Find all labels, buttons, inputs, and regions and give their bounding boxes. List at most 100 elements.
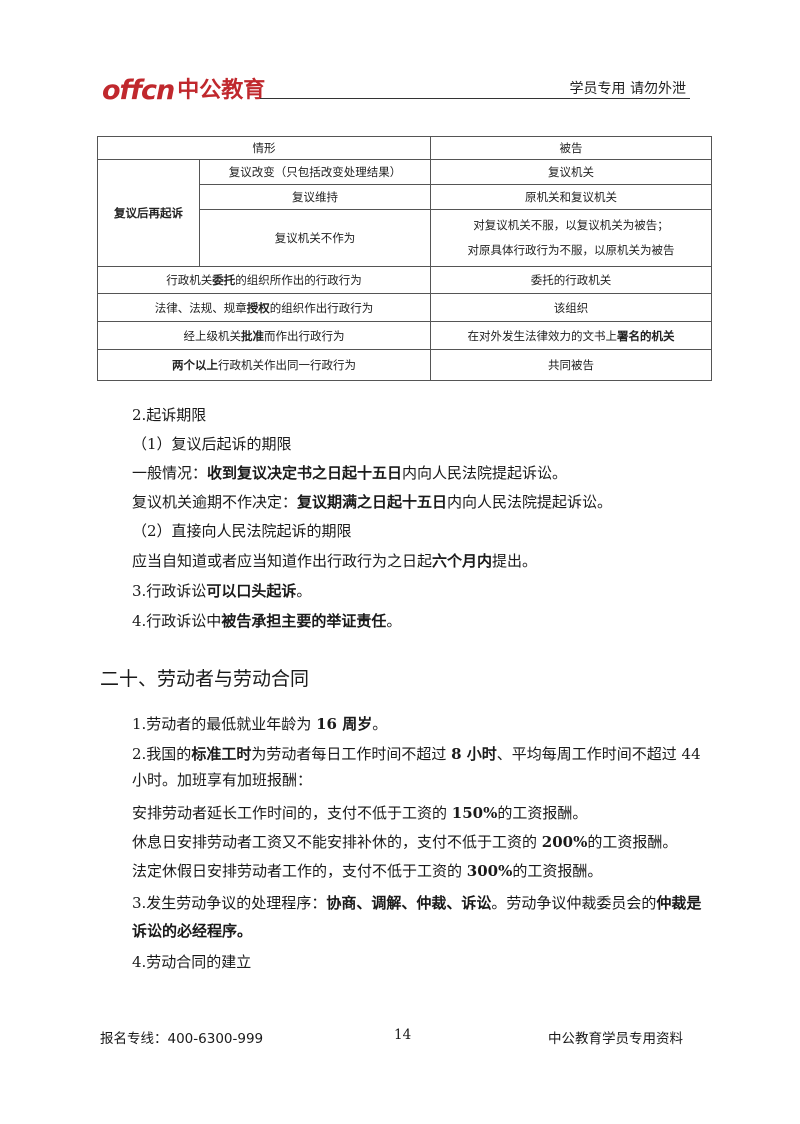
text: 。: [372, 715, 388, 733]
page-header: offcn 中公教育 学员专用 请勿外泄: [100, 72, 690, 108]
text: 法定休假日安排劳动者工作的，支付不低于工资的: [132, 862, 467, 880]
paragraph-working-hours: 2.我国的标准工时为劳动者每日工作时间不超过 8 小时、平均每周工作时间不超过 …: [132, 741, 712, 793]
case-cell: 复议维持: [199, 184, 431, 210]
case-text: 而作出行政行为: [264, 328, 345, 343]
defendant-cell: 委托的行政机关: [430, 266, 712, 294]
text: 4.行政诉讼中: [132, 612, 222, 630]
emphasis: 六个月内: [432, 552, 493, 570]
defendant-line: 对原具体行政行为不服，以原机关为被告: [467, 243, 675, 257]
defendant-cell: 原机关和复议机关: [430, 184, 712, 210]
defendant-keyword: 署名的机关: [617, 328, 675, 343]
paragraph-dispute-procedure: 3.发生劳动争议的处理程序：协商、调解、仲裁、诉讼。劳动争议仲裁委员会的仲裁是诉…: [132, 889, 712, 945]
text: 。: [296, 582, 312, 600]
text: 。劳动争议仲裁委员会的: [491, 894, 657, 912]
emphasis: 复议期满之日起十五日: [297, 493, 448, 511]
defendant-cell: 共同被告: [430, 349, 712, 381]
case-text: 的组织所作出的行政行为: [235, 273, 362, 287]
case-keyword: 委托: [212, 273, 236, 287]
header-cell-situation: 情形: [97, 136, 431, 160]
table-row: 复议维持 原机关和复议机关: [98, 184, 712, 210]
text: 为劳动者每日工作时间不超过: [251, 745, 452, 763]
case-cell: 行政机关委托的组织所作出的行政行为: [97, 266, 431, 294]
emphasis: 150%: [451, 804, 498, 822]
case-cell: 经上级机关批准而作出行政行为: [97, 321, 431, 350]
table-row: 行政机关委托的组织所作出的行政行为 委托的行政机关: [97, 266, 712, 294]
paragraph-min-age: 1.劳动者的最低就业年龄为 16 周岁。: [132, 714, 387, 734]
defendant-cell: 在对外发生法律效力的文书上署名的机关: [430, 321, 712, 350]
table-row: 复议后再起诉 复议改变（只包括改变处理结果） 复议机关: [97, 159, 712, 267]
text: 3.行政诉讼: [132, 582, 207, 600]
heading-litigation-period: 2.起诉期限: [132, 406, 207, 424]
emphasis: 16 周岁: [316, 715, 373, 733]
case-text: 经上级机关: [183, 328, 242, 343]
text: 复议机关逾期不作决定：: [132, 493, 298, 511]
paragraph-oral-suit: 3.行政诉讼可以口头起诉。: [132, 581, 311, 601]
text: 的工资报酬。: [587, 833, 678, 851]
table-row: 复议机关不作为 对复议机关不服，以复议机关为被告； 对原具体行政行为不服，以原机…: [98, 209, 712, 267]
section-title: 二十、劳动者与劳动合同: [100, 668, 310, 690]
emphasis: 协商、调解、仲裁、诉讼: [326, 894, 492, 912]
text: 的工资报酬。: [512, 862, 603, 880]
footer-hotline: 报名专线：400-6300-999: [100, 1031, 264, 1047]
paragraph-general-case: 一般情况：收到复议决定书之日起十五日内向人民法院提起诉讼。: [132, 463, 567, 483]
text: 2.我国的: [132, 745, 192, 763]
table-row: 两个以上行政机关作出同一行政行为 共同被告: [97, 349, 712, 381]
defendant-cell: 复议机关: [430, 159, 712, 185]
case-cell: 法律、法规、规章授权的组织作出行政行为: [97, 293, 431, 322]
text: 1.劳动者的最低就业年龄为: [132, 715, 317, 733]
emphasis: 200%: [541, 833, 588, 851]
header-rule: [260, 98, 690, 99]
emphasis: 可以口头起诉: [206, 582, 297, 600]
paragraph-six-months: 应当自知道或者应当知道作出行政行为之日起六个月内提出。: [132, 551, 537, 571]
defendant-cell: 对复议机关不服，以复议机关为被告； 对原具体行政行为不服，以原机关为被告: [430, 209, 712, 267]
paragraph-overtime-150: 安排劳动者延长工作时间的，支付不低于工资的 150%的工资报酬。: [132, 803, 587, 823]
case-keyword: 批准: [241, 328, 264, 343]
case-cell: 复议机关不作为: [199, 209, 431, 267]
case-keyword: 两个以上: [172, 358, 218, 372]
emphasis: 收到复议决定书之日起十五日: [207, 464, 403, 482]
emphasis: 标准工时: [191, 745, 252, 763]
text: 休息日安排劳动者工资又不能安排补休的，支付不低于工资的: [132, 833, 542, 851]
paragraph-contract-formation: 4.劳动合同的建立: [132, 953, 252, 971]
text: 安排劳动者延长工作时间的，支付不低于工资的: [132, 804, 452, 822]
defendant-cell: 该组织: [430, 293, 712, 322]
subheading-direct-suit: （2）直接向人民法院起诉的期限: [132, 522, 352, 540]
case-text: 行政机关作出同一行政行为: [218, 358, 356, 372]
table-row: 法律、法规、规章授权的组织作出行政行为 该组织: [97, 293, 712, 322]
logo-wordmark: offcn: [102, 75, 175, 106]
case-text: 行政机关: [166, 273, 213, 287]
table-header-row: 情形 被告: [97, 136, 712, 160]
paragraph-overdue-case: 复议机关逾期不作决定：复议期满之日起十五日内向人民法院提起诉讼。: [132, 492, 612, 512]
emphasis: 被告承担主要的举证责任: [221, 612, 387, 630]
text: 应当自知道或者应当知道作出行政行为之日起: [132, 552, 433, 570]
emphasis: 仲裁是诉讼的必经程序。: [132, 894, 702, 940]
paragraph-burden-of-proof: 4.行政诉讼中被告承担主要的举证责任。: [132, 611, 401, 631]
case-cell: 两个以上行政机关作出同一行政行为: [97, 349, 431, 381]
group-label-cell: 复议后再起诉: [97, 159, 200, 267]
text: 内向人民法院提起诉讼。: [447, 493, 613, 511]
text: 3.发生劳动争议的处理程序：: [132, 894, 327, 912]
case-text: 法律、法规、规章: [154, 300, 247, 315]
subheading-after-review: （1）复议后起诉的期限: [132, 435, 292, 453]
case-cell: 复议改变（只包括改变处理结果）: [199, 159, 431, 185]
case-keyword: 授权: [246, 300, 270, 315]
text: 的工资报酬。: [497, 804, 588, 822]
case-text: 的组织作出行政行为: [269, 300, 374, 315]
footer-note: 中公教育学员专用资料: [548, 1031, 683, 1047]
defendant-line: 对复议机关不服，以复议机关为被告；: [473, 218, 669, 232]
text: 。: [386, 612, 402, 630]
paragraph-overtime-300: 法定休假日安排劳动者工作的，支付不低于工资的 300%的工资报酬。: [132, 861, 602, 881]
emphasis: 8 小时: [451, 745, 497, 763]
text: 、平均每周工作时间不超过 44 小时。加班享有加班报酬：: [132, 745, 701, 789]
paragraph-overtime-200: 休息日安排劳动者工资又不能安排补休的，支付不低于工资的 200%的工资报酬。: [132, 832, 677, 852]
defendant-table: 情形 被告 复议后再起诉 复议改变（只包括改变处理结果） 复议机关 复议维持 原…: [97, 136, 712, 381]
text: 内向人民法院提起诉讼。: [402, 464, 568, 482]
emphasis: 300%: [466, 862, 513, 880]
header-cell-defendant: 被告: [430, 136, 712, 160]
defendant-text: 在对外发生法律效力的文书上: [467, 328, 618, 343]
offcn-logo: offcn 中公教育: [102, 76, 265, 106]
text: 一般情况：: [132, 464, 208, 482]
table-row: 经上级机关批准而作出行政行为 在对外发生法律效力的文书上署名的机关: [97, 321, 712, 350]
text: 提出。: [492, 552, 538, 570]
header-note: 学员专用 请勿外泄: [569, 81, 686, 97]
